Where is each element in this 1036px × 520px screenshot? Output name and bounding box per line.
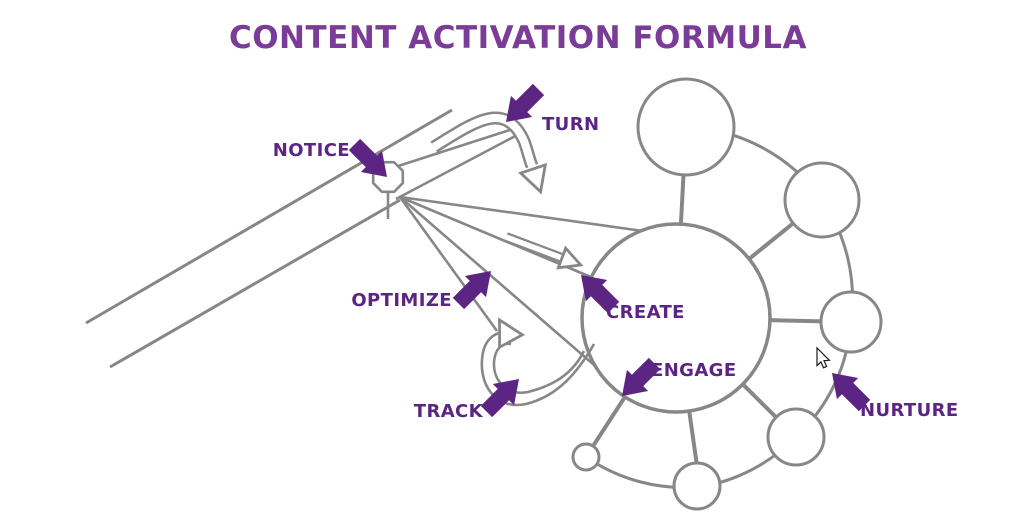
engage-label: ENGAGE <box>651 360 737 381</box>
road-edge-upper-far <box>391 125 520 170</box>
turn-curve-arrow-icon <box>430 111 548 195</box>
create-arrow-icon <box>581 275 620 314</box>
road <box>85 108 522 369</box>
notice-arrow-icon <box>348 138 387 177</box>
fan-line-track <box>398 196 499 332</box>
track-arrow-icon <box>480 379 519 418</box>
fan-line-top <box>399 195 651 234</box>
straight-flow-arrow-icon <box>504 232 584 270</box>
satellite-circle-lower-left <box>571 442 601 472</box>
turn-label: TURN <box>542 114 599 135</box>
optimize-label: OPTIMIZE <box>351 290 452 311</box>
hub-circle <box>580 222 772 414</box>
road-edge-lower <box>109 198 401 369</box>
satellite-circle-top <box>636 77 736 177</box>
mouse-cursor-icon <box>816 346 831 369</box>
nurture-label: NURTURE <box>860 400 959 421</box>
satellite-circle-lower-right <box>766 407 826 467</box>
road-edge-upper <box>85 108 453 325</box>
nurture-arrow-icon <box>832 373 871 412</box>
satellite-circle-bottom <box>672 461 722 511</box>
satellite-circle-right <box>819 290 883 354</box>
road-edge-lower-far <box>395 131 522 201</box>
turn-arrow-icon <box>506 83 545 122</box>
engage-arrow-icon <box>622 357 661 396</box>
satellite-circle-upper-right <box>783 161 861 239</box>
optimize-arrow-icon <box>452 271 491 310</box>
page-title: CONTENT ACTIVATION FORMULA <box>229 20 807 56</box>
notice-label: NOTICE <box>273 140 350 161</box>
track-label: TRACK <box>414 401 484 422</box>
create-label: CREATE <box>606 302 685 323</box>
